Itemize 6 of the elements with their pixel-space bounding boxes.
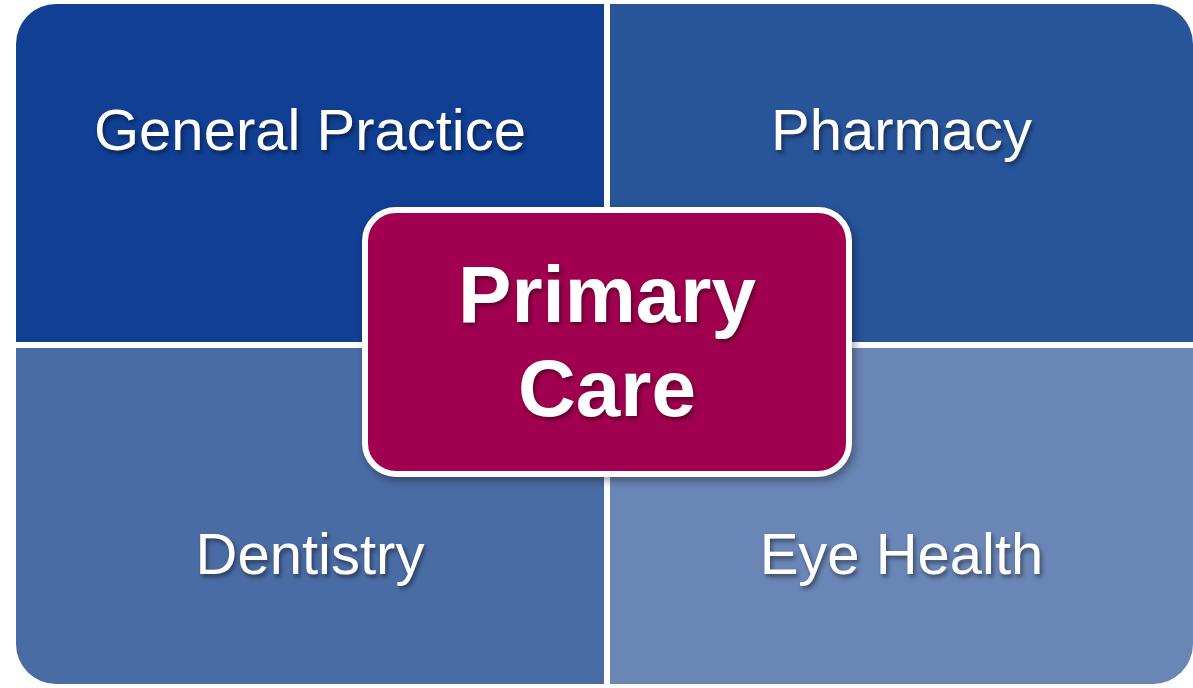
panel-title: Dentistry — [194, 520, 426, 587]
panel-title: Pharmacy — [769, 96, 1034, 163]
center-title: Primary Care — [457, 248, 757, 435]
panel-title: General Practice — [93, 96, 527, 163]
center-card-overlay — [362, 207, 852, 477]
panel-title: Eye Health — [758, 520, 1045, 587]
